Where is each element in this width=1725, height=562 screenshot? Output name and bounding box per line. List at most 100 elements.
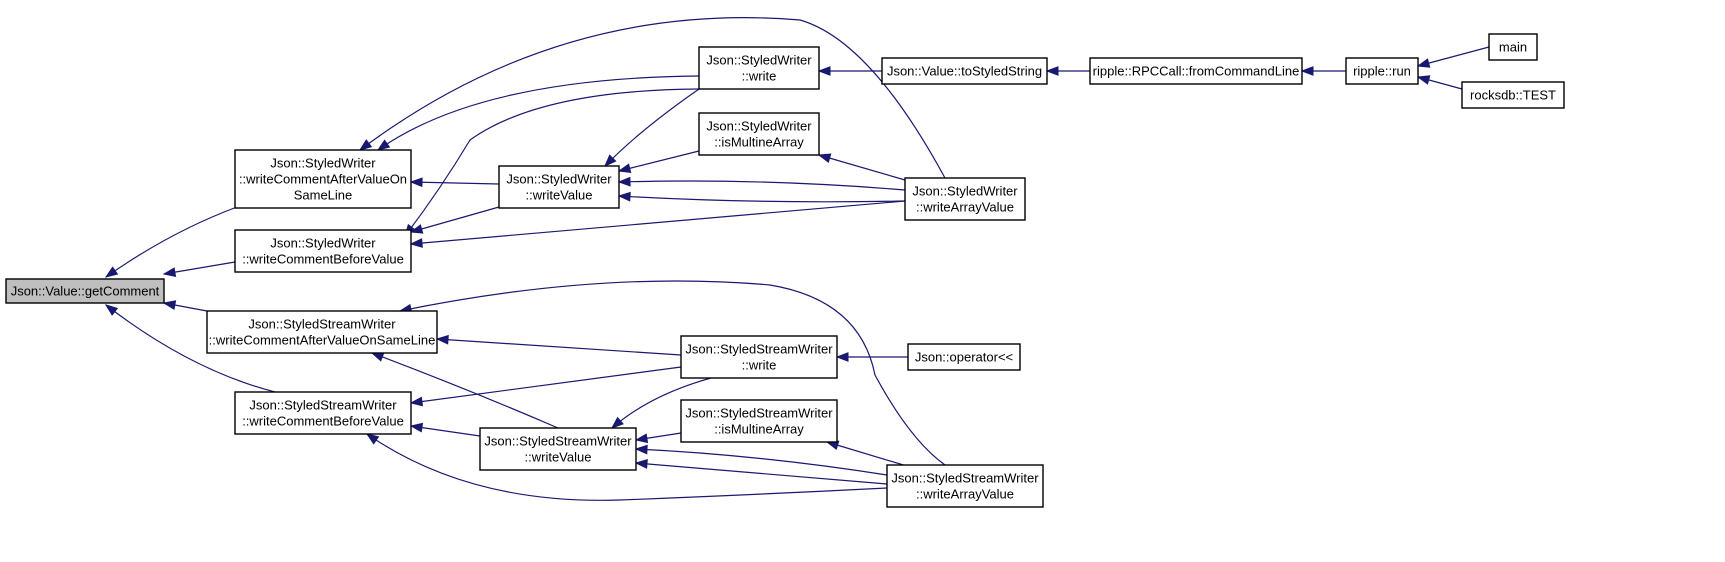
node-from-command-line[interactable]: ripple::RPCCall::fromCommandLine [1089,57,1303,85]
edge-arrowhead [817,153,832,163]
edge-w-ca [376,75,700,151]
edge-arrowhead [1045,66,1059,76]
node-label-line: main [1499,40,1527,55]
node-label-line: Json::Value::toStyledString [887,64,1042,79]
edges-layer [104,17,1490,501]
node-box [886,464,1044,508]
node-box [698,46,820,90]
node-label-line: Json::StyledWriter [912,184,1018,199]
edge-sswv-sswav [634,444,888,476]
edge-line [1417,46,1490,67]
edge-arrowhead [1300,66,1314,76]
node-rocksdb-test[interactable]: rocksdb::TEST [1461,81,1565,109]
node-main[interactable]: main [1488,33,1538,61]
edge-line [410,181,500,185]
node-label-line: Json::StyledWriter [270,236,376,251]
edge-line [410,366,682,404]
edge-sswv-ssima [634,432,682,444]
edge-arrowhead [162,267,177,277]
node-label-line: rocksdb::TEST [1470,88,1556,103]
edge-line [399,280,946,466]
node-write-comment-after-value-on-same-line[interactable]: Json::StyledWriter::writeCommentAfterVal… [234,149,412,209]
node-label-line: ripple::RPCCall::fromCommandLine [1093,64,1300,79]
edge-wav-ca [358,17,946,179]
node-label-line: ::writeArrayValue [916,200,1014,215]
edge-arrowhead [1416,58,1431,68]
node-ssw-write-array-value[interactable]: Json::StyledStreamWriter::writeArrayValu… [886,464,1044,508]
edge-wv-wav [617,176,906,191]
edge-arrowhead [409,238,423,248]
edge-sswv-ssb [409,422,481,437]
node-label-line: ::writeCommentBeforeValue [242,252,404,267]
edge-w-ts [817,66,882,76]
node-label-line: Json::StyledWriter [706,119,812,134]
node-label-line: Json::StyledStreamWriter [891,471,1039,486]
node-box [206,310,438,354]
edge-ssima-sswav [825,440,911,468]
edge-line [436,338,682,356]
edge-sswv-ssw [610,377,712,429]
node-box [1089,57,1303,85]
node-box [904,177,1026,221]
edge-line [410,200,906,245]
node-box [234,391,412,435]
node-label-line: Json::StyledWriter [506,172,612,187]
node-box [234,229,412,273]
node-label-line: Json::StyledWriter [270,156,376,171]
edge-arrowhead [162,300,177,310]
node-label-line: Json::StyledWriter [706,53,812,68]
node-box [5,278,165,304]
edge-arrowhead [1416,75,1431,85]
node-ssw-write-comment-after-value-on-same-line[interactable]: Json::StyledStreamWriter::writeCommentAf… [206,310,438,354]
node-ssw-write-value[interactable]: Json::StyledStreamWriter::writeValue [479,427,637,471]
node-box [881,57,1048,85]
edge-ima-wav [817,153,906,181]
edge-line [410,425,481,437]
node-box [680,335,838,379]
node-ripple-run[interactable]: ripple::run [1345,57,1419,85]
node-ssw-write-comment-before-value[interactable]: Json::StyledStreamWriter::writeCommentBe… [234,391,412,435]
node-sw-write-array-value[interactable]: Json::StyledWriter::writeArrayValue [904,177,1026,221]
node-box [498,165,620,209]
node-sw-write[interactable]: Json::StyledWriter::write [698,46,820,90]
edge-arrowhead [634,459,648,469]
node-label-line: Json::operator<< [915,350,1013,365]
edge-line [359,17,946,179]
node-ssw-is-multine-array[interactable]: Json::StyledStreamWriter::isMultineArray [680,399,838,443]
node-to-styled-string[interactable]: Json::Value::toStyledString [881,57,1048,85]
edge-arrowhead [610,416,624,429]
node-label-line: Json::Value::getComment [11,284,160,299]
edge-run-test [1416,75,1463,90]
node-get-comment[interactable]: Json::Value::getComment [5,278,165,304]
edge-line [818,154,906,181]
node-label-line: ::write [742,69,777,84]
nodes-layer: Json::Value::getComment Json::StyledWrite… [5,33,1565,508]
edge-cb-root [162,261,236,277]
node-label-line: ::writeCommentAfterValueOnSameLine [209,333,436,348]
node-sw-write-value[interactable]: Json::StyledWriter::writeValue [498,165,620,209]
edge-wv-w [604,88,700,168]
node-ssw-write[interactable]: Json::StyledStreamWriter::write [680,335,838,379]
edge-arrowhead [358,139,373,151]
node-box [680,399,838,443]
node-box [479,427,637,471]
node-sw-is-multine-array[interactable]: Json::StyledWriter::isMultineArray [698,112,820,156]
edge-arrowhead [617,163,632,173]
edge-line [618,195,906,203]
edge-arrowhead [409,396,424,407]
edge-wv-ima [617,150,700,173]
edge-arrowhead [409,177,423,188]
node-label-line: Json::StyledStreamWriter [484,434,632,449]
node-box [1488,33,1538,61]
node-box [234,149,412,209]
node-box [698,112,820,156]
edge-line [635,462,888,485]
node-box [1461,81,1565,109]
edge-arrowhead [435,334,449,345]
node-label-line: ::writeCommentAfterValueOn [239,172,407,187]
node-operator-shift[interactable]: Json::operator<< [907,343,1021,371]
edge-wav-wv [617,191,906,203]
edge-arrowhead [634,433,649,444]
node-write-comment-before-value[interactable]: Json::StyledWriter::writeCommentBeforeVa… [234,229,412,273]
